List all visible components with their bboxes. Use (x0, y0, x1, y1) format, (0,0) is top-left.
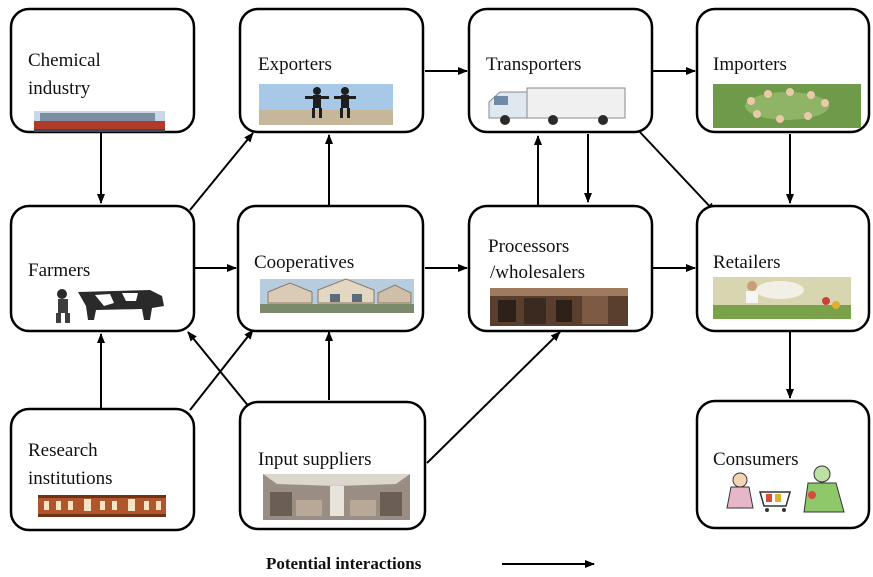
market-hall-picture (263, 474, 410, 520)
edge-input-suppliers-to-processors (426, 331, 561, 464)
processors-label-line1: Processors (488, 236, 569, 257)
shoppers-cartoon-picture (726, 465, 845, 513)
farmer-with-cow-picture (56, 289, 164, 323)
node-farmers: Farmers (9, 204, 196, 333)
exporters-label: Exporters (258, 54, 332, 75)
market-stall-picture (713, 277, 851, 319)
edges (97, 67, 794, 464)
people-jumping-picture (259, 84, 393, 125)
houses-picture (260, 278, 414, 313)
edge-farmers-to-exporters (189, 132, 254, 211)
retailers-label: Retailers (713, 252, 781, 273)
node-chemical-industry: Chemical industry (9, 7, 196, 134)
chemical-industry-label-line1: Chemical (28, 50, 101, 71)
node-processors-wholesalers: Processors /wholesalers (467, 204, 654, 333)
node-retailers: Retailers (695, 204, 871, 333)
cooperatives-label: Cooperatives (254, 252, 354, 273)
delivery-truck-picture (488, 87, 626, 125)
importers-label: Importers (713, 54, 787, 75)
research-label-line1: Research (28, 440, 98, 461)
cargo-ship-picture (34, 111, 165, 132)
research-building-picture (38, 495, 166, 517)
legend: Potential interactions (266, 554, 595, 573)
node-transporters: Transporters (467, 7, 654, 134)
warehouse-interior-picture (490, 288, 628, 326)
node-input-suppliers: Input suppliers (238, 400, 427, 531)
node-importers: Importers (695, 7, 871, 134)
legend-label: Potential interactions (266, 554, 422, 573)
node-consumers: Consumers (695, 399, 871, 530)
edge-research-to-cooperatives (189, 329, 254, 411)
edge-transporters-to-retailers (637, 129, 716, 213)
transporters-label: Transporters (486, 54, 581, 75)
edge-input-suppliers-to-farmers (187, 331, 251, 409)
consumers-label: Consumers (713, 449, 799, 470)
group-circle-picture (713, 84, 861, 128)
input-suppliers-label: Input suppliers (258, 449, 371, 470)
node-cooperatives: Cooperatives (236, 204, 425, 333)
farmers-label: Farmers (28, 260, 90, 281)
node-exporters: Exporters (238, 7, 425, 134)
chemical-industry-label-line2: industry (28, 78, 91, 99)
processors-label-line2: /wholesalers (490, 262, 585, 283)
research-label-line2: institutions (28, 468, 112, 489)
node-research-institutions: Research institutions (9, 407, 196, 532)
